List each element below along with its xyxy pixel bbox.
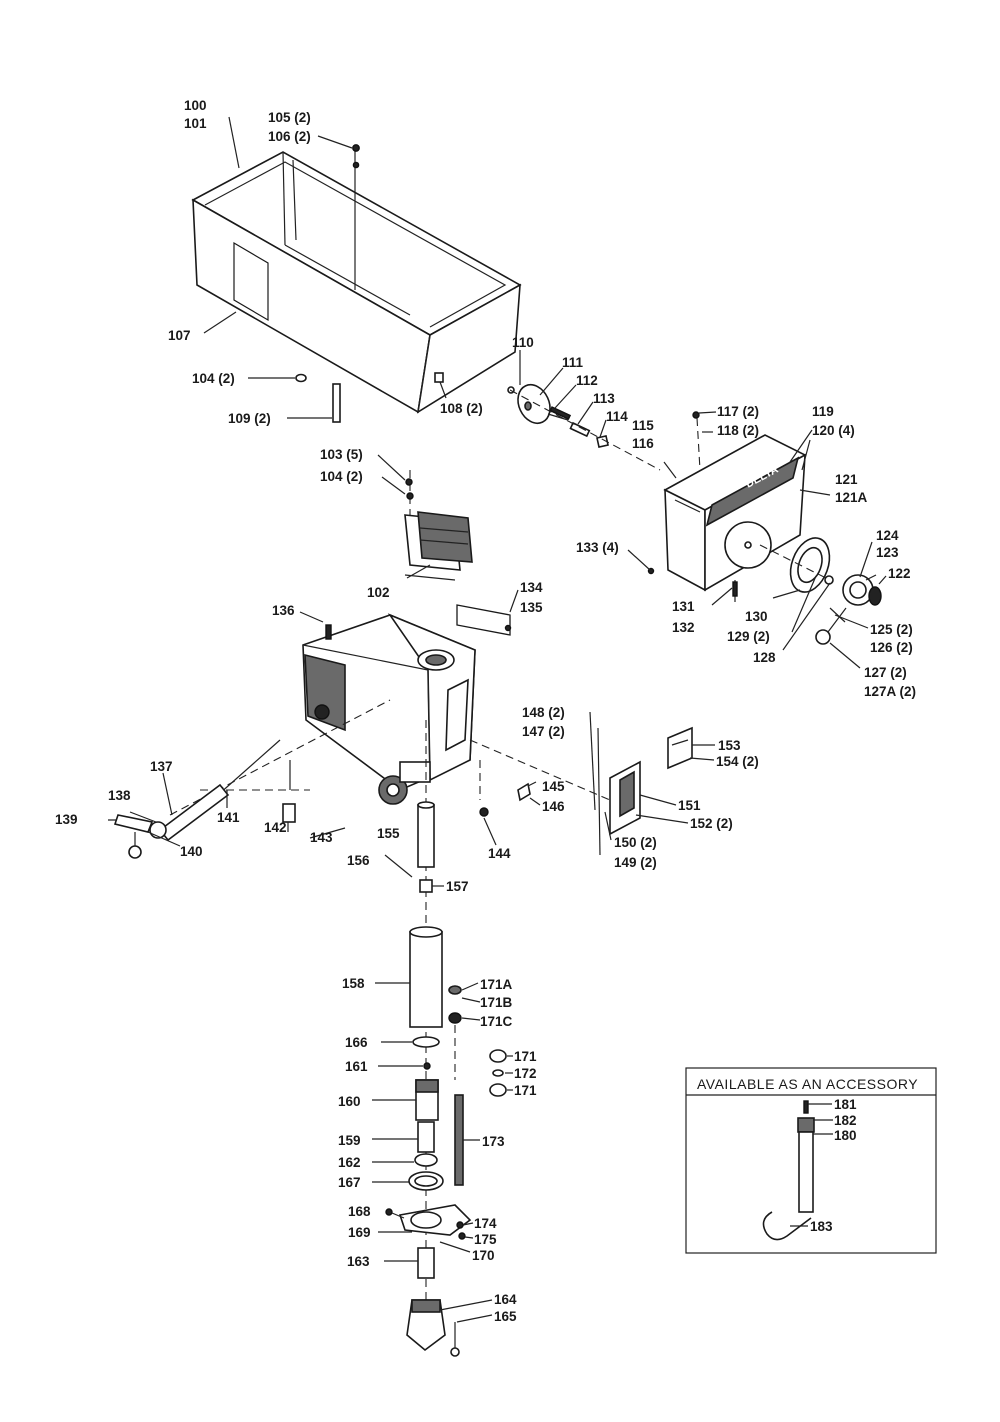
label-142: 142 — [264, 820, 287, 835]
label-162: 162 — [338, 1155, 361, 1170]
belt-guard-drawing — [191, 150, 522, 414]
label-144: 144 — [488, 846, 511, 861]
label-175: 175 — [474, 1232, 497, 1247]
label-103: 103 (5) — [320, 447, 363, 462]
label-173: 173 — [482, 1134, 505, 1149]
label-183: 183 — [810, 1219, 833, 1234]
label-129: 129 (2) — [727, 629, 770, 644]
label-171b: 171B — [480, 995, 513, 1010]
label-145: 145 — [542, 779, 565, 794]
label-114: 114 — [606, 409, 628, 424]
label-163: 163 — [347, 1254, 370, 1269]
label-171a: 171A — [480, 977, 513, 992]
label-128: 128 — [753, 650, 776, 665]
label-153: 153 — [718, 738, 741, 753]
label-131: 131 — [672, 599, 695, 614]
label-150: 150 (2) — [614, 835, 657, 850]
label-118: 118 (2) — [717, 423, 759, 438]
label-159: 159 — [338, 1133, 361, 1148]
label-113: 113 — [593, 391, 615, 406]
label-152: 152 (2) — [690, 816, 733, 831]
label-139: 139 — [55, 812, 78, 827]
label-137: 137 — [150, 759, 173, 774]
label-127a: 127A (2) — [864, 684, 916, 699]
label-133: 133 (4) — [576, 540, 619, 555]
label-171c: 171C — [480, 1014, 513, 1029]
label-130: 130 — [745, 609, 768, 624]
label-148: 148 (2) — [522, 705, 565, 720]
label-160: 160 — [338, 1094, 361, 1109]
label-165: 165 — [494, 1309, 517, 1324]
label-181: 181 — [834, 1097, 857, 1112]
label-171-upper: 171 — [514, 1049, 537, 1064]
label-126: 126 (2) — [870, 640, 913, 655]
label-149: 149 (2) — [614, 855, 657, 870]
label-125: 125 (2) — [870, 622, 913, 637]
label-172: 172 — [514, 1066, 537, 1081]
pulley-housing-drawing: DELTA — [663, 434, 807, 592]
label-164: 164 — [494, 1292, 517, 1307]
label-161: 161 — [345, 1059, 368, 1074]
accessory-title: AVAILABLE AS AN ACCESSORY — [697, 1076, 918, 1092]
label-122: 122 — [888, 566, 911, 581]
label-138: 138 — [108, 788, 131, 803]
label-117: 117 (2) — [717, 404, 759, 419]
label-104-b: 104 (2) — [320, 469, 363, 484]
label-158: 158 — [342, 976, 365, 991]
label-120: 120 (4) — [812, 423, 855, 438]
label-123: 123 — [876, 545, 899, 560]
label-127: 127 (2) — [864, 665, 907, 680]
label-170: 170 — [472, 1248, 495, 1263]
label-116: 116 — [632, 436, 654, 451]
label-121: 121 — [835, 472, 858, 487]
label-174: 174 — [474, 1216, 497, 1231]
label-115: 115 — [632, 418, 654, 433]
label-147: 147 (2) — [522, 724, 565, 739]
switch-box-drawing — [404, 511, 473, 581]
label-132: 132 — [672, 620, 695, 635]
label-112: 112 — [576, 373, 598, 388]
label-105: 105 (2) — [268, 110, 311, 125]
label-101: 101 — [184, 116, 207, 131]
label-140: 140 — [180, 844, 203, 859]
label-134: 134 — [520, 580, 543, 595]
label-106: 106 (2) — [268, 129, 311, 144]
label-151: 151 — [678, 798, 701, 813]
label-135: 135 — [520, 600, 543, 615]
accessory-box — [685, 1067, 937, 1254]
label-156: 156 — [347, 853, 370, 868]
label-169: 169 — [348, 1225, 371, 1240]
label-168: 168 — [348, 1204, 371, 1219]
label-141: 141 — [217, 810, 240, 825]
label-180: 180 — [834, 1128, 857, 1143]
label-154: 154 (2) — [716, 754, 759, 769]
label-102: 102 — [367, 585, 390, 600]
label-109: 109 (2) — [228, 411, 271, 426]
label-108: 108 (2) — [440, 401, 483, 416]
label-136: 136 — [272, 603, 295, 618]
head-casting-drawing — [302, 613, 476, 805]
label-119: 119 — [812, 404, 834, 419]
label-111: 111 — [562, 355, 584, 370]
label-155: 155 — [377, 826, 400, 841]
label-124: 124 — [876, 528, 899, 543]
label-146: 146 — [542, 799, 565, 814]
label-171-lower: 171 — [514, 1083, 537, 1098]
label-166: 166 — [345, 1035, 368, 1050]
label-107: 107 — [168, 328, 191, 343]
label-121a: 121A — [835, 490, 868, 505]
label-143: 143 — [310, 830, 333, 845]
label-167: 167 — [338, 1175, 361, 1190]
label-104-a: 104 (2) — [192, 371, 235, 386]
label-157: 157 — [446, 879, 469, 894]
label-182: 182 — [834, 1113, 857, 1128]
label-110: 110 — [512, 335, 534, 350]
label-100: 100 — [184, 98, 207, 113]
